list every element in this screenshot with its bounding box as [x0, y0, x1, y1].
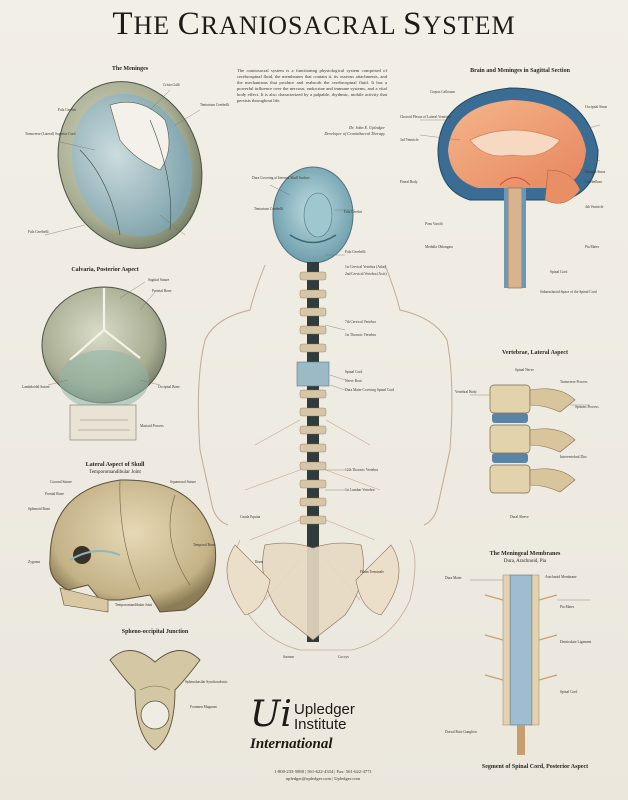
label-denticulate: Denticulate Ligament [560, 640, 592, 644]
label-dura-m: Dura Mater [445, 576, 462, 580]
signature-role: Developer of CranioSacral Therapy [324, 130, 385, 136]
label-crista-galli: Crista Galli [163, 83, 180, 87]
label-subarachnoid: Subarachnoid Space of the Spinal Cord [540, 290, 597, 294]
label-coronal-suture: Coronal Suture [50, 480, 72, 484]
leader-lines [44, 89, 601, 601]
label-spinal-cord: Spinal Cord [345, 370, 363, 374]
panel-title-membranes: The Meningeal Membranes [489, 551, 561, 557]
label-falx-cerebelli: Falx Cerebelli [28, 230, 49, 234]
label-occipital-bone: Occipital Bone [158, 385, 180, 389]
meningeal-membranes-illustration [484, 574, 558, 755]
label-cerebellum: Cerebellum [585, 180, 602, 184]
panel-title-lateral-skull: Lateral Aspect of Skull [85, 462, 145, 468]
calvaria-illustration [41, 286, 167, 441]
label-t1: 1st Thoracic Vertebra [345, 333, 376, 337]
label-first-cervical: 1st Cervical Vertebra (Atlas) [345, 265, 387, 269]
label-falx: Falx Cerebri [344, 210, 363, 214]
label-dorsal-root: Dorsal Root Ganglion [445, 730, 477, 734]
panel-title-segment: Segment of Spinal Cord, Posterior Aspect [481, 764, 589, 770]
label-spinous: Spinous Process [575, 405, 599, 409]
label-tmj: Temporomandibular Joint [115, 603, 153, 607]
label-dural-sleeve: Dural Sleeve [510, 515, 529, 519]
logo-international: International [250, 736, 333, 752]
label-choroid: Choroid Plexus of Lateral Ventricle [400, 115, 452, 119]
lateral-skull-illustration [49, 479, 217, 613]
label-spinal-nerve: Spinal Nerve [515, 368, 534, 372]
label-frontal-bone: Frontal Bone [45, 492, 64, 496]
contact-web: upledger@upledger.com | Upledger.com [285, 776, 361, 781]
label-dura-covering: Dura Mater Covering Spinal Cord [345, 388, 395, 392]
label-c2: 2nd Cervical Vertebra (Axis) [345, 272, 387, 276]
logo-mark: Ui [250, 694, 292, 735]
label-occipital-sinus: Occipital Sinus [585, 105, 608, 109]
panel-title-calvaria: Calvaria, Posterior Aspect [71, 267, 139, 273]
label-spinal-cord-m: Spinal Cord [560, 690, 578, 694]
sagittal-brain-illustration [437, 87, 599, 289]
label-l1: 1st Lumbar Vertebra [345, 488, 375, 492]
label-tentorium: Tentorium Cerebelli [200, 103, 229, 107]
intro-paragraph: The craniosacral system is a functioning… [237, 68, 387, 103]
label-sacrum: Sacrum [283, 655, 294, 659]
label-c7: 7th Cervical Vertebra [345, 320, 376, 324]
label-falx-cerebri: Falx Cerebri [58, 108, 77, 112]
panel-title-spheno: Spheno-occipital Junction [121, 629, 189, 635]
label-filum: Filum Terminale [360, 570, 384, 574]
label-lambdoidal-suture: Lambdoidal Suture [22, 385, 50, 389]
label-t12: 12th Thoracic Vertebra [345, 468, 378, 472]
panel-subtitle-lateral-skull: Temporomandibular Joint [89, 470, 141, 475]
logo-name-line2: Institute [294, 716, 347, 733]
label-transverse-sinus: Transverse (Lateral) Superior Cord [25, 132, 76, 136]
label-pineal: Pineal Body [400, 180, 418, 184]
label-arachnoid: Arachnoid Membrane [545, 575, 577, 579]
contact-info: 1-800-233-5880 | 561-622-4334 | Fax: 561… [243, 768, 403, 782]
contact-phone: 1-800-233-5880 | 561-622-4334 | Fax: 561… [274, 769, 372, 774]
panel-title-vertebrae: Vertebrae, Lateral Aspect [502, 350, 568, 356]
label-pia: Pia Mater [585, 245, 600, 249]
label-cauda: Cauda Equina [240, 515, 261, 519]
label-coccyx: Coccyx [338, 655, 349, 659]
poster-title: THE CRANIOSACRAL SYSTEM [112, 6, 516, 42]
logo-name-line1: Upledger [294, 701, 355, 718]
label-dura-mater: Dura Covering of Internal Skull Surface [252, 176, 310, 180]
label-sphenoid-bone: Sphenoid Bone [28, 507, 51, 511]
signature-name: Dr. John E. Upledger [349, 125, 385, 130]
panel-title-meninges: The Meninges [111, 66, 149, 72]
vertebrae-lateral-illustration [489, 384, 576, 494]
label-transverse: Transverse Process [560, 380, 588, 384]
label-mastoid: Mastoid Process [140, 424, 164, 428]
spheno-occipital-illustration [109, 650, 201, 751]
label-fourth-ventricle: 4th Ventricle [585, 205, 604, 209]
label-temporal-bone: Temporal Bone [193, 543, 216, 547]
label-foramen-magnum: Foramen Magnum [190, 705, 217, 709]
label-squamosal-suture: Squamosal Suture [170, 480, 197, 484]
label-sphenobasilar: Sphenobasilar Synchondrosis [185, 680, 228, 684]
label-pons: Pons Varolii [425, 222, 443, 226]
label-ilium: Ilium [255, 560, 263, 564]
label-corpus-callosum: Corpus Callosum [430, 90, 456, 94]
panel-subtitle-membranes: Dura, Arachnoid, Pia [503, 559, 547, 564]
central-head-illustration [272, 166, 354, 264]
label-intervertebral-disc: Intervertebral Disc [560, 455, 588, 459]
panel-title-sagittal: Brain and Meninges in Sagittal Section [470, 68, 570, 74]
label-zygoma: Zygoma [28, 560, 40, 564]
spine-illustration [226, 262, 400, 642]
label-body: Vertebral Body [455, 390, 477, 394]
label-third-ventricle: 3rd Ventricle [400, 138, 419, 142]
label-spinal-cord-s: Spinal Cord [550, 270, 568, 274]
label-straight-sinus: Straight Sinus [585, 170, 606, 174]
label-falx-cerebelli-c: Falx Cerebelli [345, 250, 366, 254]
meninges-illustration [57, 81, 203, 249]
label-parietal-bone: Parietal Bone [152, 289, 172, 293]
label-medulla: Medulla Oblongata [425, 245, 453, 249]
label-pia-m: Pia Mater [560, 605, 575, 609]
label-tentorium-c: Tentorium Cerebelli [254, 207, 283, 211]
label-nerve-root: Nerve Root [345, 379, 362, 383]
label-sagittal-suture: Sagittal Suture [148, 278, 170, 282]
